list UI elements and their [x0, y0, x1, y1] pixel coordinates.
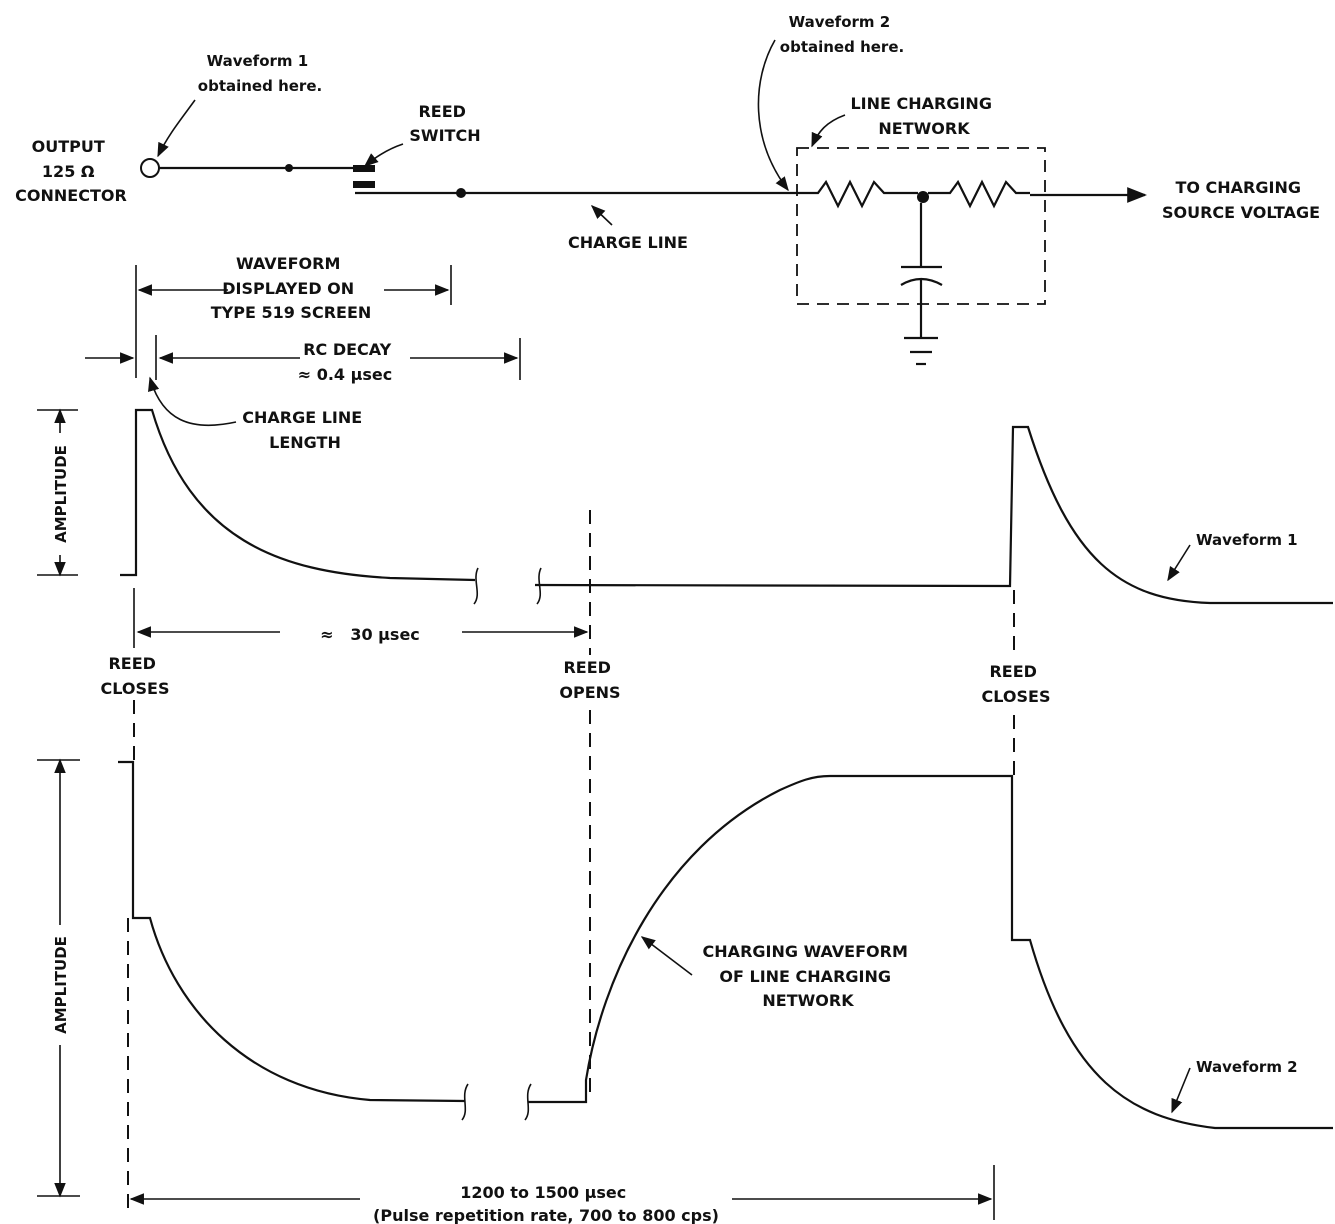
- charge-line-label: CHARGE LINE: [568, 233, 688, 252]
- reed-closes-label-1: REED CLOSES: [101, 654, 170, 698]
- waveform2-label-arrow: [1171, 1067, 1191, 1114]
- break-mark: [536, 567, 542, 605]
- top-dimensions: [85, 265, 521, 427]
- period-label: ≈ 30 µsec: [320, 625, 420, 644]
- charge-line-length-label: CHARGE LINE LENGTH: [242, 408, 368, 452]
- reed-switch-symbol: [353, 165, 375, 188]
- break-mark: [473, 567, 479, 605]
- reed-closes-label-2: REED CLOSES: [982, 662, 1051, 706]
- charging-waveform-label: CHARGING WAVEFORM OF LINE CHARGING NETWO…: [703, 942, 914, 1010]
- to-charging-source-label: TO CHARGING SOURCE VOLTAGE: [1162, 178, 1320, 222]
- waveform-2: [37, 758, 1333, 1220]
- waveform1-label-arrow: [1167, 544, 1191, 582]
- output-connector-label: OUTPUT 125 Ω CONNECTOR: [15, 137, 127, 205]
- waveform1-trace-label: Waveform 1: [1196, 531, 1298, 549]
- resistor-right: [928, 179, 1030, 209]
- waveform2-trace-label: Waveform 2: [1196, 1058, 1298, 1076]
- capacitor-plate-bottom: [900, 277, 943, 286]
- amplitude-label-bottom: AMPLITUDE: [52, 936, 70, 1034]
- waveform1-trace-segment: [120, 408, 476, 582]
- reed-timing-lines: [127, 510, 1015, 1216]
- network-label-arrow: [811, 114, 846, 148]
- waveform1-probe-arrow: [157, 99, 196, 158]
- text-labels: Waveform 1 obtained here. Waveform 2 obt…: [15, 13, 1320, 1224]
- charge-line-arrow: [590, 205, 613, 226]
- waveform2-probe-label: Waveform 2 obtained here.: [780, 13, 904, 56]
- waveform-1: [37, 408, 1333, 638]
- break-mark: [461, 1083, 469, 1121]
- rc-decay-label: RC DECAY ≈ 0.4 µsec: [298, 340, 397, 384]
- junction-dot: [285, 164, 293, 172]
- reed-switch-arrow: [363, 143, 404, 167]
- waveform2-probe-arrow: [757, 39, 789, 192]
- network-node: [917, 191, 929, 203]
- waveform-displayed-label: WAVEFORM DISPLAYED ON TYPE 519 SCREEN: [211, 254, 372, 322]
- repetition-label: 1200 to 1500 µsec (Pulse repetition rate…: [373, 1183, 719, 1224]
- charge-line-length-arrow: [148, 376, 237, 427]
- output-connector-symbol: [140, 158, 160, 178]
- waveform1-trace-segment: [534, 425, 1333, 605]
- line-charging-network-label: LINE CHARGING NETWORK: [850, 94, 997, 138]
- ground-icon: [904, 336, 938, 366]
- waveform2-trace-segment: [528, 774, 1333, 1130]
- waveform1-probe-label: Waveform 1 obtained here.: [198, 52, 322, 95]
- reed-switch-label: REED SWITCH: [409, 102, 480, 145]
- reed-opens-label: REED OPENS: [559, 658, 620, 702]
- circuit-schematic: [140, 39, 1147, 366]
- resistor-left: [808, 179, 918, 209]
- waveform2-trace-segment: [118, 760, 466, 1103]
- charging-waveform-arrow: [640, 936, 693, 976]
- amplitude-label-top: AMPLITUDE: [52, 445, 70, 543]
- junction-dot: [456, 188, 466, 198]
